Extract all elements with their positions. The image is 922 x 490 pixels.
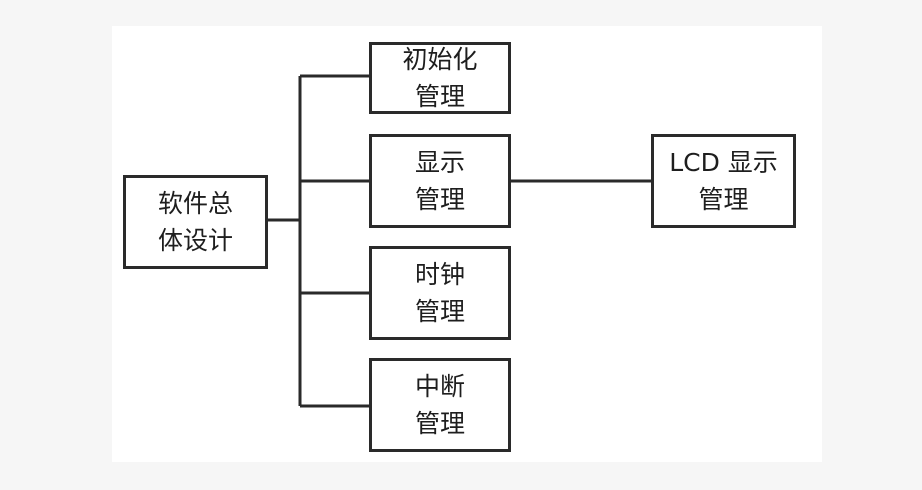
root-node-label-line2: 体设计	[157, 226, 233, 255]
init-node-label-line1: 初始化	[402, 45, 478, 74]
display-node-label-line1: 显示	[414, 148, 465, 177]
interrupt-node-label-line2: 管理	[414, 409, 465, 438]
root-node-software-design: 软件总 体设计	[123, 175, 268, 269]
root-node-label-line1: 软件总	[157, 189, 233, 218]
node-lcd-display-management: LCD 显示 管理	[651, 134, 796, 228]
init-node-label-line2: 管理	[414, 82, 465, 111]
node-clock-management: 时钟 管理	[369, 246, 511, 340]
lcd-node-label-line1: LCD 显示	[669, 148, 778, 177]
clock-node-label-line2: 管理	[414, 297, 465, 326]
lcd-node-label-line2: 管理	[698, 185, 749, 214]
node-display-management: 显示 管理	[369, 134, 511, 228]
clock-node-label-line1: 时钟	[414, 260, 465, 289]
display-node-label-line2: 管理	[414, 185, 465, 214]
interrupt-node-label-line1: 中断	[414, 372, 465, 401]
node-init-management: 初始化 管理	[369, 42, 511, 114]
node-interrupt-management: 中断 管理	[369, 358, 511, 452]
